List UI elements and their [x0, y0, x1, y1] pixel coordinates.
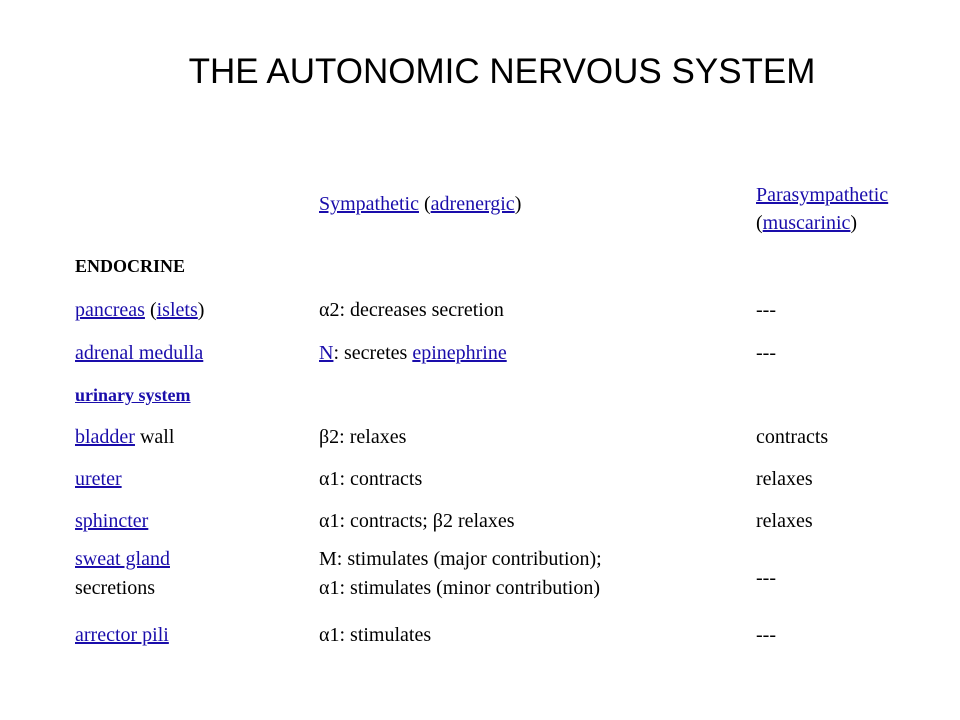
parasympathetic-cell: relaxes: [756, 468, 813, 490]
paren-text: (: [756, 212, 763, 234]
parasympathetic-cell: ---: [756, 567, 776, 589]
table-row-label: sphincter: [75, 509, 148, 533]
paren-text: ): [850, 212, 858, 234]
adrenal-medulla-link[interactable]: adrenal medulla: [75, 342, 204, 364]
page-title: THE AUTONOMIC NERVOUS SYSTEM: [188, 52, 816, 91]
table-row-label: ureter: [75, 467, 122, 491]
sympathetic-cell: α2: decreases secretion: [319, 299, 504, 321]
adrenergic-link[interactable]: adrenergic: [430, 193, 515, 215]
epinephrine-link[interactable]: epinephrine: [412, 342, 507, 364]
parasympathetic-cell: ---: [756, 299, 776, 321]
sympathetic-cell: β2: relaxes: [319, 426, 407, 448]
table-row-label: arrector pili: [75, 623, 169, 647]
pancreas-link[interactable]: pancreas: [75, 299, 145, 321]
sympathetic-cell: α1: contracts; β2 relaxes: [319, 510, 515, 532]
parasympathetic-cell: ---: [756, 342, 776, 364]
section-endocrine: ENDOCRINE: [75, 256, 186, 276]
header-parasympathetic: Parasympathetic (muscarinic): [756, 181, 888, 237]
paren-text: ): [514, 193, 522, 215]
cell-text: secretions: [75, 577, 155, 599]
muscarinic-link[interactable]: muscarinic: [762, 212, 851, 234]
paren-text: ): [197, 299, 205, 321]
parasympathetic-cell: ---: [756, 624, 776, 646]
arrector-pili-link[interactable]: arrector pili: [75, 624, 169, 646]
table-row-label: sweat gland secretions: [75, 545, 170, 603]
ureter-link[interactable]: ureter: [75, 468, 122, 490]
header-sympathetic: Sympathetic (adrenergic): [319, 193, 521, 216]
sympathetic-cell: N: secretes epinephrine: [319, 341, 507, 365]
islets-link[interactable]: islets: [156, 299, 198, 321]
cell-text: α1: stimulates (minor contribution): [319, 577, 600, 599]
table-row-label: bladder wall: [75, 425, 174, 449]
cell-text: wall: [134, 426, 175, 448]
sympathetic-cell: M: stimulates (major contribution); α1: …: [319, 545, 602, 603]
cell-text: M: stimulates (major contribution);: [319, 548, 602, 570]
paren-text: (: [418, 193, 431, 215]
sphincter-link[interactable]: sphincter: [75, 510, 149, 532]
sympathetic-cell: α1: contracts: [319, 468, 423, 490]
table-row-label: pancreas (islets): [75, 298, 204, 322]
sympathetic-link[interactable]: Sympathetic: [319, 193, 419, 215]
n-receptor-link[interactable]: N: [319, 342, 334, 364]
table-row-label: adrenal medulla: [75, 341, 203, 365]
bladder-link[interactable]: bladder: [75, 426, 135, 448]
sweat-gland-link[interactable]: sweat gland: [75, 548, 170, 570]
paren-text: (: [144, 299, 157, 321]
cell-text: : secretes: [333, 342, 413, 364]
section-urinary: urinary system: [75, 383, 191, 407]
parasympathetic-cell: relaxes: [756, 510, 813, 532]
parasympathetic-cell: contracts: [756, 426, 829, 448]
parasympathetic-link[interactable]: Parasympathetic: [756, 184, 889, 206]
sympathetic-cell: α1: stimulates: [319, 624, 432, 646]
urinary-system-link[interactable]: urinary system: [75, 385, 191, 405]
